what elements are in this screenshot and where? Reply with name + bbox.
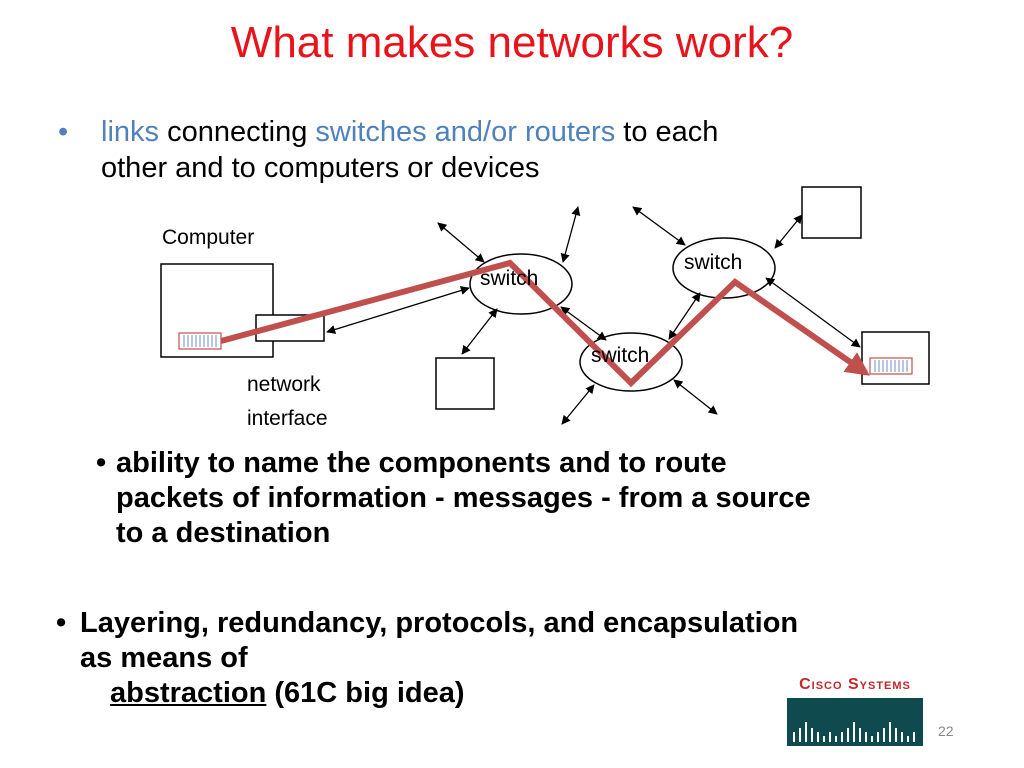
network-label-line1: network xyxy=(247,373,321,396)
switch-3-label: switch xyxy=(684,251,743,274)
abstraction-term: abstraction xyxy=(110,677,267,709)
bullet-naming-text: ability to name the components and to ro… xyxy=(116,446,946,551)
network-links xyxy=(326,206,861,425)
big-idea-text: (61C big idea) xyxy=(266,677,465,709)
bullet2-line2: packets of information - messages - from… xyxy=(116,482,811,514)
bullet-dot: • xyxy=(58,116,69,148)
network-interface-label: network interface xyxy=(247,368,328,436)
bullet-dot: • xyxy=(96,447,107,479)
destination-packet-buffer xyxy=(869,357,913,375)
to-each-text: to each xyxy=(615,116,719,148)
links-term: links xyxy=(101,116,160,148)
switch-2-label: switch xyxy=(591,344,650,367)
computer-label: Computer xyxy=(162,226,255,249)
connecting-text: connecting xyxy=(159,116,316,148)
computer-packet-buffer xyxy=(178,332,222,350)
switch-1-label: switch xyxy=(480,267,539,290)
bullet3-line3: abstraction (61C big idea) xyxy=(80,676,950,711)
bullet-dot: • xyxy=(56,607,67,639)
bullet-links-line2: other and to computers or devices xyxy=(101,152,540,184)
bullet2-line3: to a destination xyxy=(116,517,331,549)
bullet-abstraction-text: Layering, redundancy, protocols, and enc… xyxy=(80,606,950,711)
bullet2-line1: ability to name the components and to ro… xyxy=(116,447,727,479)
page-number: 22 xyxy=(938,723,954,739)
switch-3 xyxy=(672,237,776,299)
bullet3-line1: Layering, redundancy, protocols, and enc… xyxy=(80,607,799,639)
slide-title: What makes networks work? xyxy=(230,18,794,67)
switch-2 xyxy=(579,332,683,392)
network-label-line2: interface xyxy=(247,407,328,430)
cisco-logo-text: Cisco Systems xyxy=(799,676,911,693)
device-box-top-right xyxy=(801,186,862,239)
bullet-links-text: links connecting switches and/or routers… xyxy=(101,114,881,186)
bullet3-line2: as means of xyxy=(80,642,248,674)
cisco-logo-icon xyxy=(787,698,923,746)
device-box-bottom xyxy=(435,357,495,410)
packet-path xyxy=(220,259,870,388)
switches-term: switches and/or routers xyxy=(315,116,616,148)
